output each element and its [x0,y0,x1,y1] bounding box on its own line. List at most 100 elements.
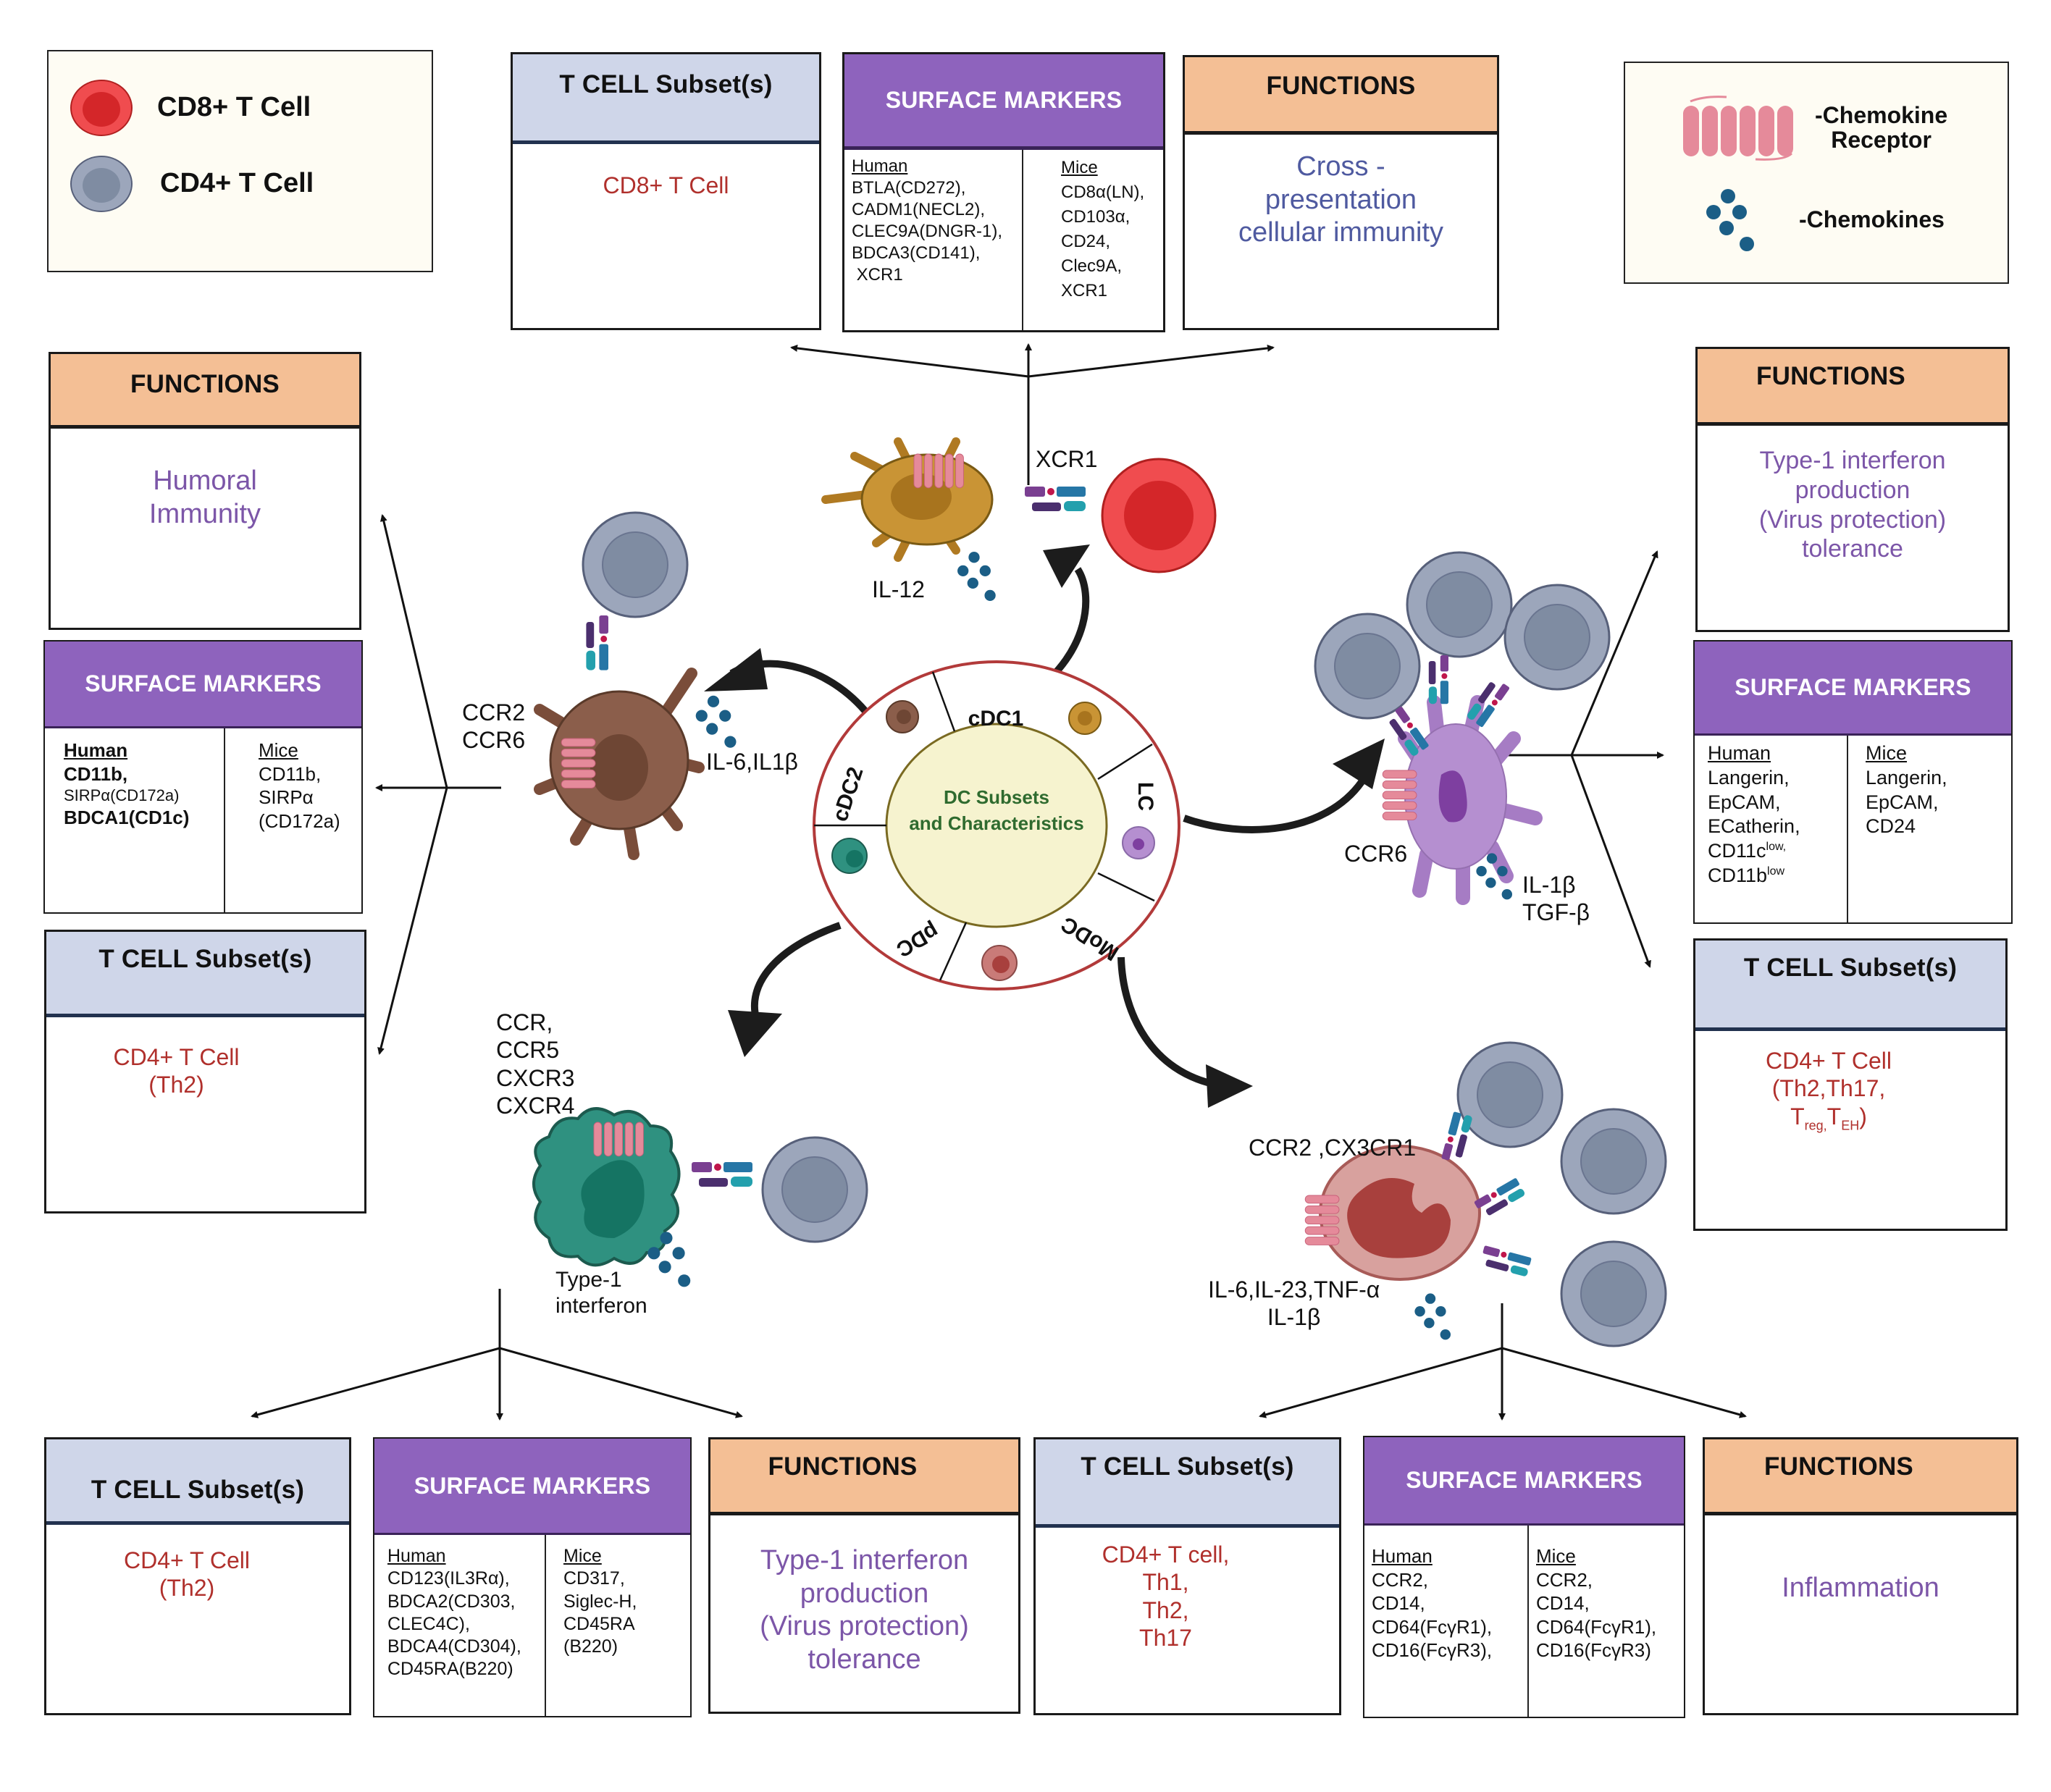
connector-lc [1506,550,1664,968]
arrowhead-lc [1333,739,1385,789]
cdc1-human-marker: CLEC9A(DNGR-1), [852,222,1003,241]
modc-tcell-value: CD4+ T cell, [1102,1541,1230,1568]
cdc1-tcell-box: T CELL Subset(s) CD8+ T Cell [511,52,821,330]
cdc2-tcell-box: T CELL Subset(s) CD4+ T Cell (Th2) [44,930,366,1213]
legend-item-cd4: CD4+ T Cell [69,155,314,213]
modc-cytokine-label: IL-6,IL-23,TNF-α IL-1β [1208,1276,1380,1331]
cdc2-chemokines-icon [695,695,737,748]
pdc-mice-marker: (B220) [563,1636,618,1657]
pdc-function-line: tolerance [808,1644,921,1675]
cdc2-cytokine-label: IL-6,IL1β [706,749,798,775]
lc-mice-title: Mice [1866,742,1908,764]
legend-label-chemokines: -Chemokines [1799,206,1945,233]
cdc2-cell-illustration [534,511,737,860]
lc-tcell-value: (Th2,Th17, [1771,1075,1886,1102]
pdc-plasmacytoid-cell-icon [532,1107,681,1267]
lc-mice-marker: EpCAM, [1866,791,1939,813]
arrowhead-modc [1206,1064,1253,1108]
lc-human-title: Human [1708,742,1771,764]
lc-human-marker: CD11blow [1708,864,1785,886]
pdc-mice-title: Mice [563,1546,602,1566]
mini-modc-icon [981,945,1018,981]
chemokine-legend: -Chemokine Receptor -Chemokines [1624,62,2009,284]
cdc1-synapse-icon [1024,486,1086,512]
center-title-line2: and Characteristics [909,812,1083,834]
big-arrowheads [704,544,1385,1108]
modc-t-cell-2-icon [1560,1108,1667,1215]
lc-function-line: Type-1 interferon [1759,447,1946,474]
segment-label-lc[interactable]: LC [1133,782,1157,811]
cdc2-mice-title: Mice [259,739,298,761]
cdc1-mice-marker: Clec9A, [1061,256,1123,277]
lc-tcell-box: T CELL Subset(s) CD4+ T Cell (Th2,Th17, … [1693,938,2008,1231]
cdc2-mice-marker: CD11b, [259,762,322,785]
pdc-mice-marker: Siglec-H, [563,1591,637,1612]
cdc1-human-marker: CADM1(NECL2), [852,200,986,219]
segment-label-cdc1[interactable]: cDC1 [968,707,1024,731]
chemokine-receptor-icon [1683,96,1793,161]
lc-surface-markers-box: SURFACE MARKERS Human Langerin, EpCAM, E… [1693,640,2013,924]
cdc2-function-line: Humoral [153,466,257,496]
lc-cell-illustration [1314,551,1611,905]
pdc-human-title: Human [387,1546,446,1566]
pdc-human-marker: BDCA4(CD304), [387,1636,521,1657]
pdc-human-marker: CD45RA(B220) [387,1659,513,1680]
cdc1-functions-header: FUNCTIONS [1266,72,1416,100]
pdc-function-line: Type-1 interferon [760,1545,969,1576]
cdc1-human-marker: XCR1 [852,265,903,285]
lc-langerhans-cell-icon [1382,695,1543,905]
lc-functions-box: FUNCTIONS Type-1 interferon production (… [1695,347,2010,632]
cdc1-surface-markers-header: SURFACE MARKERS [885,87,1123,113]
arrow-to-modc [1117,956,1217,1088]
modc-human-marker: CD14, [1372,1592,1425,1614]
legend-label-cd4: CD4+ T Cell [160,168,314,199]
pdc-mice-marker: CD317, [563,1568,625,1589]
lc-function-line: tolerance [1802,535,1903,563]
lc-cytokine-label: IL-1β TGF-β [1522,872,1590,926]
cdc2-human-marker: BDCA1(CD1c) [64,806,190,828]
pdc-t-cell-icon [761,1136,868,1243]
lc-tcell-header: T CELL Subset(s) [1743,954,1958,982]
legend-item-chemokine-receptor: -Chemokine Receptor [1683,96,1947,161]
center-ring [813,660,1180,990]
cdc1-cytokine-label: IL-12 [872,576,925,602]
cdc2-functions-box: FUNCTIONS Humoral Immunity [49,352,361,630]
mini-cdc1-icon [1068,702,1102,735]
modc-functions-box: FUNCTIONS Inflammation [1703,1437,2018,1715]
pdc-cytokine-label: Type-1 interferon [555,1268,647,1318]
cd8-t-cell-icon [70,80,133,136]
modc-surface-markers-header: SURFACE MARKERS [1406,1467,1643,1493]
chemokine-dots-icon [1706,189,1754,251]
cdc1-function-line: cellular immunity [1238,217,1443,248]
modc-tcell-header: T CELL Subset(s) [1081,1452,1294,1481]
modc-human-title: Human [1372,1545,1433,1567]
modc-synapse-3-icon [1479,1245,1532,1278]
pdc-cell-illustration [532,1107,868,1287]
lc-human-marker: CD11clow, [1708,840,1787,862]
connector-cdc2 [375,514,501,1055]
modc-t-cell-1-icon [1456,1041,1564,1148]
arrowhead-cdc2 [704,648,768,691]
lc-human-marker: EpCAM, [1708,791,1781,813]
cdc2-human-marker: SIRPα(CD172a) [64,786,180,804]
center-title-line1: DC Subsets [944,786,1049,808]
pdc-tcell-box: T CELL Subset(s) CD4+ T Cell (Th2) [44,1437,351,1715]
lc-surface-markers-header: SURFACE MARKERS [1735,674,1971,700]
connector-modc [1259,1303,1747,1421]
modc-tcell-value: Th2, [1142,1597,1189,1623]
cdc1-human-marker: BTLA(CD272), [852,178,966,198]
cdc1-mice-title: Mice [1061,158,1098,177]
cd4-t-cell-icon [582,511,689,618]
cdc2-surface-markers-box: SURFACE MARKERS Human CD11b, SIRPα(CD172… [43,640,363,914]
lc-t-cell-2-icon [1406,551,1513,658]
tcell-legend: CD8+ T Cell CD4+ T Cell [47,50,433,272]
modc-mice-marker: CCR2, [1536,1568,1593,1591]
cdc2-tcell-header: T CELL Subset(s) [98,945,312,973]
cdc2-mice-marker: SIRPα [259,786,314,808]
cdc1-tcell-value: CD8+ T Cell [603,172,729,198]
modc-monocyte-cell-icon [1304,1145,1481,1281]
modc-human-marker: CD16(FcγR3), [1372,1639,1493,1661]
pdc-functions-box: FUNCTIONS Type-1 interferon production (… [708,1437,1020,1714]
cdc1-function-line: presentation [1264,184,1417,215]
